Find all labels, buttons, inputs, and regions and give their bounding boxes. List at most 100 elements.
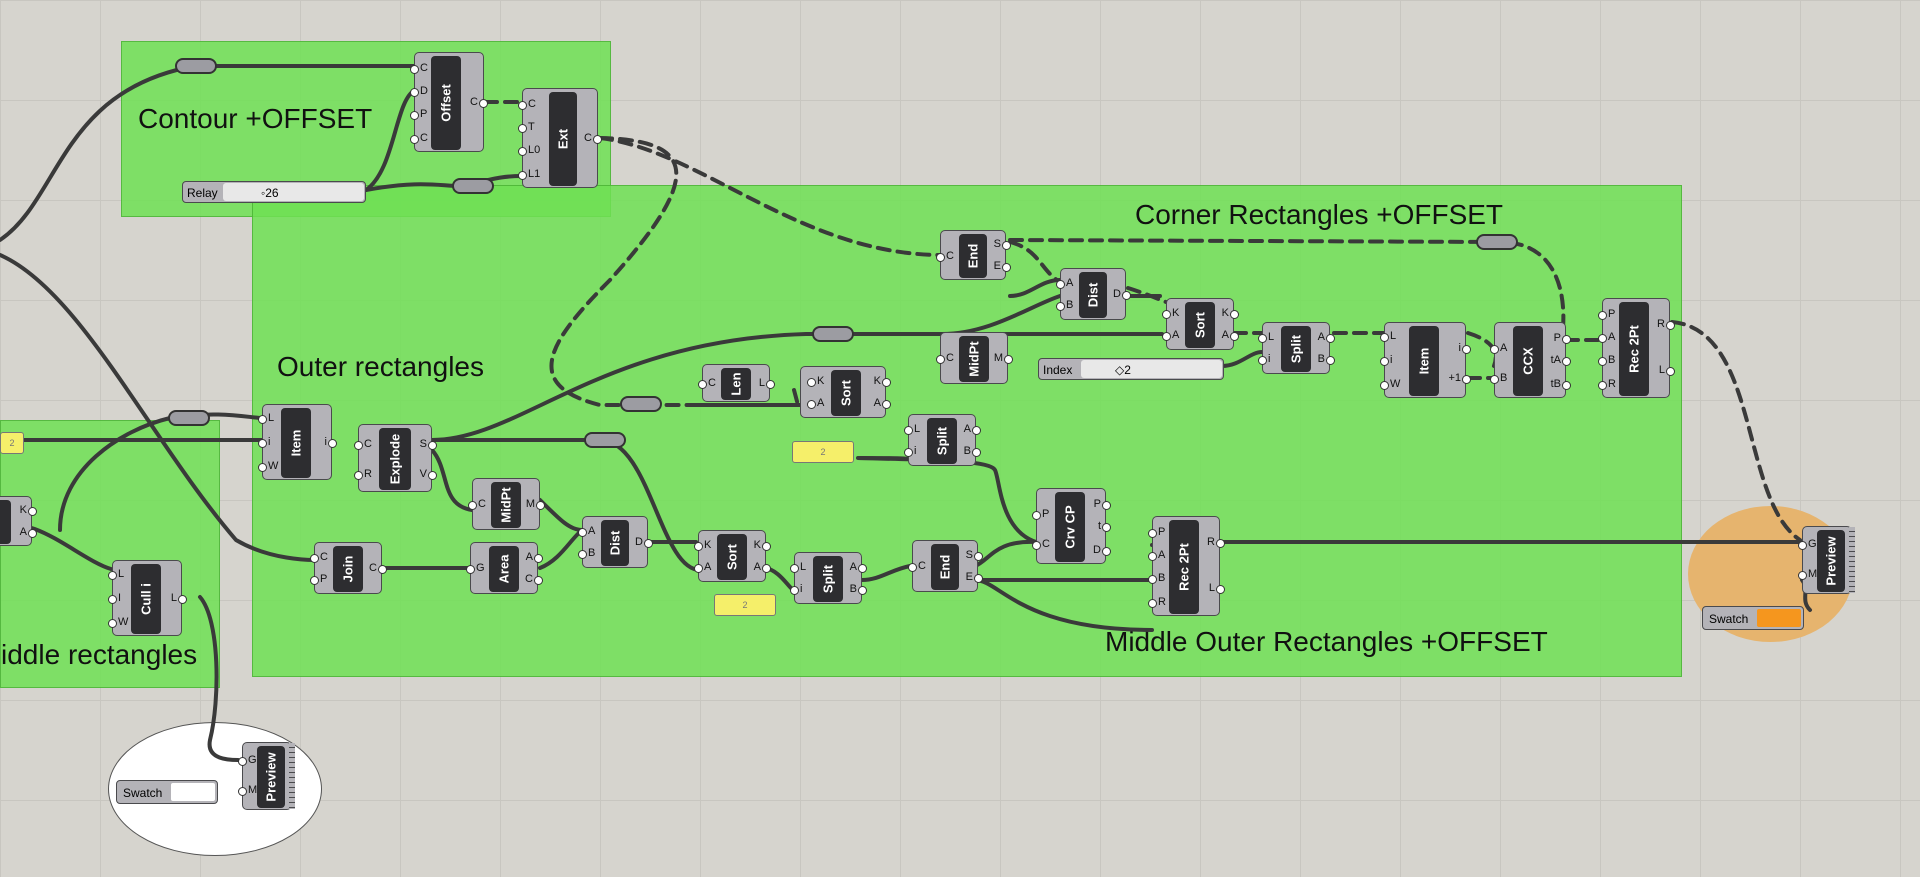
port-out[interactable]: L <box>1658 364 1676 376</box>
extend-curve-component[interactable]: Ext C T L0 L1 C <box>517 88 602 188</box>
port-out[interactable]: A <box>1221 329 1240 341</box>
port-in[interactable]: A <box>693 561 712 573</box>
relay-1[interactable] <box>175 58 217 74</box>
area-component[interactable]: Area G A C <box>466 542 544 594</box>
port-in[interactable]: P <box>1597 308 1616 320</box>
midpoint-component-top[interactable]: MidPt C M <box>936 332 1014 384</box>
port-in[interactable]: C <box>410 62 428 74</box>
port-in[interactable]: A <box>1161 329 1180 341</box>
port-in[interactable]: L <box>1257 331 1275 343</box>
curve-closest-point-component[interactable]: Crv CP P C P t D <box>1031 488 1112 564</box>
port-in[interactable]: i <box>1255 353 1271 365</box>
port-out[interactable]: A <box>963 423 982 435</box>
port-in[interactable]: R <box>1598 378 1616 390</box>
port-in[interactable]: K <box>693 539 712 551</box>
port-in[interactable]: A <box>1055 277 1074 289</box>
port-out[interactable]: i <box>324 436 340 448</box>
port-in[interactable]: M <box>1797 568 1818 580</box>
relay-7[interactable] <box>584 432 626 448</box>
port-in[interactable]: P <box>409 108 428 120</box>
port-out[interactable]: A <box>19 526 38 538</box>
port-out[interactable]: tA <box>1550 354 1572 366</box>
port-out[interactable]: C <box>584 132 602 144</box>
end-points-component-top[interactable]: End C S E <box>936 230 1012 280</box>
partial-component-left[interactable]: K A <box>0 496 38 546</box>
port-in[interactable]: L <box>1379 330 1397 342</box>
port-in[interactable]: i <box>901 445 917 457</box>
port-in[interactable]: K <box>806 375 825 387</box>
port-out[interactable]: A <box>1317 331 1336 343</box>
port-in[interactable]: C <box>354 438 372 450</box>
sort-list-component-lower[interactable]: Sort K A K A <box>693 530 772 582</box>
port-in[interactable]: B <box>1597 354 1616 366</box>
list-item-component-left[interactable]: Item L i W i <box>255 404 340 480</box>
rectangle-2pt-component-top[interactable]: Rec 2Pt P A B R R L <box>1597 298 1676 398</box>
port-in[interactable]: B <box>577 547 596 559</box>
port-in[interactable]: C <box>310 551 328 563</box>
port-out[interactable]: K <box>1221 307 1240 319</box>
number-panel[interactable]: 2 <box>714 594 776 616</box>
port-in[interactable]: i <box>787 583 803 595</box>
port-in[interactable]: L <box>903 423 921 435</box>
swatch-white[interactable]: Swatch <box>116 780 218 804</box>
port-in[interactable]: B <box>1489 372 1508 384</box>
port-in[interactable]: i <box>255 436 271 448</box>
explode-component[interactable]: Explode C R S V <box>354 424 438 492</box>
port-in[interactable]: C <box>936 352 954 364</box>
preview-component-orange[interactable]: Preview G M <box>1797 526 1855 594</box>
relay-4[interactable] <box>812 326 854 342</box>
port-in[interactable]: C <box>410 132 428 144</box>
port-out[interactable]: S <box>993 238 1012 250</box>
relay-3[interactable] <box>1476 234 1518 250</box>
port-in[interactable]: C <box>936 250 954 262</box>
port-in[interactable]: G <box>238 754 257 766</box>
port-out[interactable]: R <box>1207 536 1225 548</box>
length-component[interactable]: Len C L <box>698 364 776 402</box>
port-out[interactable]: C <box>369 562 387 574</box>
port-in[interactable]: G <box>1798 538 1817 550</box>
sort-list-component-middle[interactable]: Sort K A K A <box>800 366 892 418</box>
relay-slider[interactable]: Relay ◦26 <box>182 181 366 203</box>
port-out[interactable]: L <box>170 592 188 604</box>
port-in[interactable]: R <box>1148 596 1166 608</box>
number-panel[interactable]: 2 <box>792 441 854 463</box>
port-in[interactable]: P <box>309 573 328 585</box>
port-out[interactable]: D <box>1113 288 1131 300</box>
port-out[interactable]: E <box>993 260 1012 272</box>
rectangle-2pt-component-lower[interactable]: Rec 2Pt P A B R R L <box>1147 516 1226 616</box>
port-out[interactable]: K <box>873 375 892 387</box>
port-out[interactable]: tB <box>1550 378 1572 390</box>
port-in[interactable]: C <box>1032 538 1050 550</box>
port-out[interactable]: A <box>849 561 868 573</box>
swatch-orange[interactable]: Swatch <box>1702 606 1804 630</box>
end-points-component-lower[interactable]: End C S E <box>908 540 984 592</box>
port-out[interactable]: L <box>1208 582 1226 594</box>
list-item-component-right[interactable]: Item L i W i +1 <box>1377 322 1474 398</box>
port-in[interactable]: T <box>518 121 535 133</box>
port-in[interactable]: R <box>354 468 372 480</box>
port-in[interactable]: C <box>908 560 926 572</box>
port-in[interactable]: P <box>1031 508 1050 520</box>
group-middle-rectangles[interactable]: iddle rectangles <box>0 420 220 688</box>
number-panel[interactable]: 2 <box>0 432 24 454</box>
port-in[interactable]: M <box>237 784 258 796</box>
port-out[interactable]: R <box>1657 318 1675 330</box>
port-in[interactable]: A <box>577 525 596 537</box>
port-out[interactable]: P <box>1553 332 1572 344</box>
relay-2[interactable] <box>452 178 494 194</box>
port-in[interactable]: L <box>107 568 125 580</box>
port-out[interactable]: M <box>525 498 546 510</box>
port-in[interactable]: C <box>698 377 716 389</box>
join-curves-component[interactable]: Join C P C <box>309 542 387 594</box>
distance-component-top[interactable]: Dist A B D <box>1055 268 1131 320</box>
port-in[interactable]: L <box>257 412 275 424</box>
port-in[interactable]: C <box>518 98 536 110</box>
port-in[interactable]: A <box>1489 342 1508 354</box>
port-in[interactable]: D <box>410 85 428 97</box>
split-list-component-lower[interactable]: Split L i A B <box>787 552 868 604</box>
port-in[interactable]: L <box>789 561 807 573</box>
port-out[interactable]: t <box>1097 520 1112 532</box>
port-out[interactable]: A <box>873 397 892 409</box>
sort-list-component-top[interactable]: Sort K A K A <box>1161 298 1240 350</box>
port-in[interactable]: W <box>257 460 279 472</box>
